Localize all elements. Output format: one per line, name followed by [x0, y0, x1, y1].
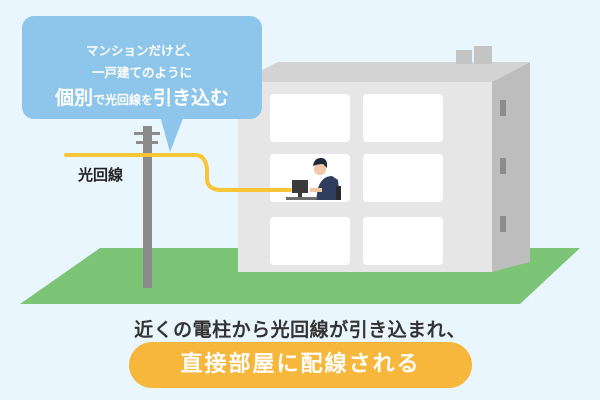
window: [270, 94, 350, 142]
bubble-tail: [160, 116, 184, 152]
bubble-line-3: 個別で光回線を引き込む: [22, 83, 262, 110]
roof-unit: [456, 50, 472, 64]
building-side: [492, 62, 530, 272]
roof-unit: [474, 46, 492, 64]
bubble-particle: で: [92, 93, 105, 107]
window: [363, 154, 443, 202]
bubble-particle: を: [141, 93, 154, 107]
bubble-emphasis: 引き込む: [153, 87, 230, 109]
bubble-emphasis: 個別: [54, 87, 93, 109]
bubble-line-2: 一戸建てのように: [91, 65, 192, 80]
caption-highlight: 直接部屋に配線される: [129, 342, 472, 388]
window: [270, 217, 350, 265]
fiber-label: 光回線: [78, 166, 124, 184]
bubble-fiber-text: 光回線: [104, 93, 141, 107]
speech-bubble: マンションだけど、 一戸建てのように 個別で光回線を引き込む: [22, 16, 262, 119]
side-window: [500, 216, 506, 232]
building-roof: [238, 62, 530, 82]
window: [363, 217, 443, 265]
window: [363, 94, 443, 142]
side-window: [500, 100, 506, 116]
utility-pole-icon: [134, 126, 160, 288]
bubble-line-1: マンションだけど、: [86, 43, 198, 58]
person-at-computer-icon: [286, 158, 341, 200]
fiber-cable: [64, 153, 292, 192]
side-window: [500, 158, 506, 174]
caption-line: 近くの電柱から光回線が引き込まれ、: [134, 319, 466, 341]
